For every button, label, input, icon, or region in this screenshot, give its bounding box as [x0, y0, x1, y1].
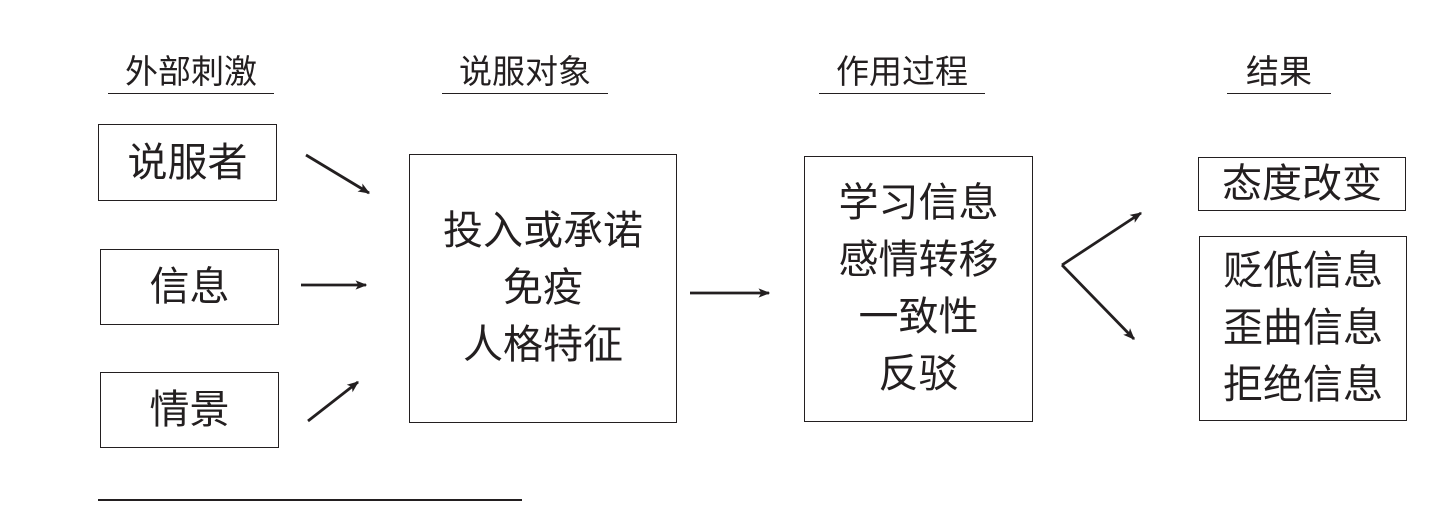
process-learning-message: 学习信息 [838, 180, 999, 226]
stimulus-box-situation: 情景 [100, 372, 279, 448]
arrow-situation-to-target [307, 380, 359, 423]
footnote-divider [98, 499, 522, 501]
heading-external-stimulus: 外部刺激 [108, 52, 274, 94]
target-factor-personality: 人格特征 [463, 322, 623, 368]
heading-result: 结果 [1227, 52, 1331, 94]
stimulus-box-persuader: 说服者 [98, 124, 277, 201]
heading-action-process: 作用过程 [819, 52, 985, 94]
stimulus-label-message: 信息 [149, 264, 230, 310]
result-box-attitude-change: 态度改变 [1198, 157, 1406, 211]
stimulus-box-message: 信息 [100, 249, 279, 325]
result-label-derogate: 贬低信息 [1223, 248, 1383, 294]
result-label-reject: 拒绝信息 [1223, 362, 1383, 408]
result-box-resistance: 贬低信息 歪曲信息 拒绝信息 [1199, 236, 1407, 421]
result-label-attitude-change: 态度改变 [1222, 160, 1382, 207]
process-consistency: 一致性 [858, 294, 979, 340]
arrow-persuader-to-target [305, 153, 371, 195]
stimulus-label-situation: 情景 [149, 387, 230, 433]
process-emotional-transfer: 感情转移 [838, 237, 999, 283]
result-label-distort: 歪曲信息 [1223, 305, 1383, 351]
target-factor-commitment: 投入或承诺 [443, 208, 643, 254]
stimulus-label-persuader: 说服者 [127, 139, 248, 186]
target-box: 投入或承诺 免疫 人格特征 [409, 154, 677, 423]
arrow-process-to-attitude-change [1061, 211, 1142, 267]
arrow-process-to-resistance [1060, 264, 1136, 340]
target-factor-immunity: 免疫 [503, 265, 583, 311]
heading-persuasion-target: 说服对象 [442, 52, 608, 94]
process-counterargument: 反驳 [878, 351, 959, 397]
process-box: 学习信息 感情转移 一致性 反驳 [804, 156, 1033, 422]
